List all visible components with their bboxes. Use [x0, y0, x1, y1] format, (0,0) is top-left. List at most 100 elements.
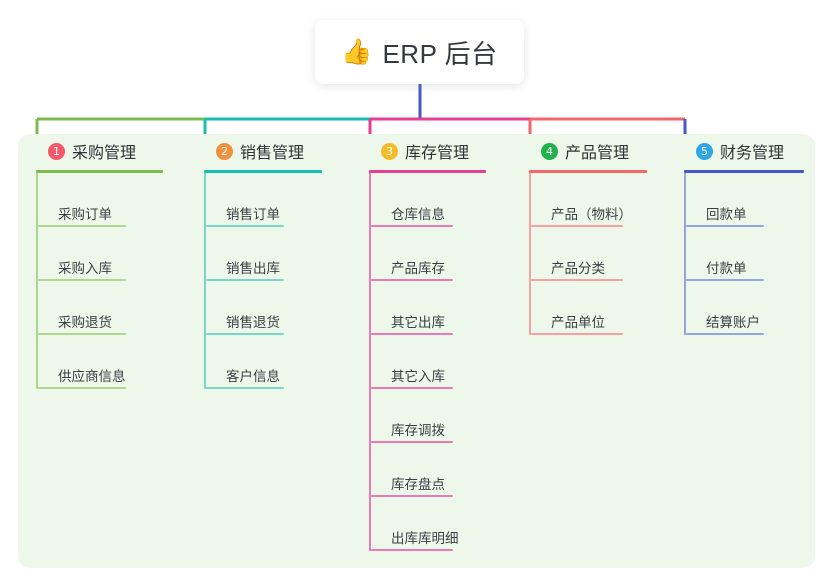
branch-item-rule [531, 279, 623, 281]
branch-item-rule [686, 333, 764, 335]
branch-item-list: 仓库信息产品库存其它出库其它入库库存调拨库存盘点出库库明细 [369, 173, 511, 551]
branch-item-rule [531, 225, 623, 227]
branch-item[interactable]: 产品单位 [529, 281, 666, 335]
branch-item-rule [371, 333, 453, 335]
branch-item-label: 产品单位 [551, 315, 605, 330]
branch-item-rule [371, 279, 453, 281]
branch-item-label: 回款单 [706, 207, 747, 222]
branch-header-库存管理[interactable]: 3 库存管理 [369, 134, 511, 168]
root-title: ERP 后台 [382, 38, 498, 69]
branch-item-list: 采购订单采购入库采购退货供应商信息 [36, 173, 186, 389]
branch-number-badge: 3 [381, 142, 398, 160]
branch-header-产品管理[interactable]: 4 产品管理 [529, 134, 666, 168]
branch-item-list: 销售订单销售出库销售退货客户信息 [204, 173, 351, 389]
branch-item-list: 产品（物料） 产品分类产品单位 [529, 173, 666, 335]
branch-item[interactable]: 出库库明细 [369, 497, 511, 551]
branch-item[interactable]: 库存盘点 [369, 443, 511, 497]
branch-header-财务管理[interactable]: 5 财务管理 [684, 134, 815, 168]
branch-item-rule [371, 495, 453, 497]
branch-item-label: 采购订单 [58, 207, 112, 222]
branch-item[interactable]: 销售订单 [204, 173, 351, 227]
branch-number-badge: 5 [696, 142, 713, 160]
branch-header-rule [369, 170, 486, 173]
branch-item[interactable]: 供应商信息 [36, 335, 186, 389]
branch-item-rule [38, 387, 126, 389]
branch-header-rule [529, 170, 647, 173]
branch-item-label: 其它入库 [391, 369, 445, 384]
branch-spine [36, 173, 38, 389]
branch-item-label: 出库库明细 [391, 531, 459, 546]
branch-item-label: 产品分类 [551, 261, 605, 276]
branch-header-rule [204, 170, 322, 173]
branch-item-rule [371, 387, 453, 389]
branch-title: 销售管理 [240, 145, 305, 162]
branch-item-rule [206, 333, 284, 335]
branch-item[interactable]: 采购退货 [36, 281, 186, 335]
branch-item[interactable]: 回款单 [684, 173, 815, 227]
branch-item[interactable]: 其它出库 [369, 281, 511, 335]
branch-number-badge: 1 [48, 142, 65, 160]
branch-column-产品管理: 4 产品管理产品（物料） 产品分类产品单位 [511, 134, 666, 335]
branch-item[interactable]: 产品分类 [529, 227, 666, 281]
branch-item[interactable]: 销售出库 [204, 227, 351, 281]
branch-header-销售管理[interactable]: 2 销售管理 [204, 134, 351, 168]
root-node[interactable]: 👍 ERP 后台 [315, 20, 524, 84]
branch-title: 产品管理 [565, 145, 630, 162]
branch-column-库存管理: 3 库存管理仓库信息产品库存其它出库其它入库库存调拨库存盘点出库库明细 [351, 134, 511, 551]
branch-item-label: 销售退货 [226, 315, 280, 330]
branch-item-rule [371, 225, 453, 227]
branch-item[interactable]: 采购订单 [36, 173, 186, 227]
thumbs-up-icon: 👍 [341, 37, 373, 66]
branch-item-label: 采购入库 [58, 261, 112, 276]
branch-item[interactable]: 库存调拨 [369, 389, 511, 443]
branch-item-rule [206, 279, 284, 281]
branch-item-rule [38, 225, 126, 227]
branch-item-rule [531, 333, 623, 335]
branch-item[interactable]: 采购入库 [36, 227, 186, 281]
branch-column-采购管理: 1 采购管理采购订单采购入库采购退货供应商信息 [18, 134, 186, 389]
branch-item-label: 仓库信息 [391, 207, 445, 222]
branch-number-badge: 2 [216, 142, 233, 160]
branch-item-label: 库存调拨 [391, 423, 445, 438]
branch-item-label: 销售订单 [226, 207, 280, 222]
branch-item-rule [38, 333, 126, 335]
branch-title: 财务管理 [720, 145, 785, 162]
branch-spine [684, 173, 686, 335]
branch-item-label: 其它出库 [391, 315, 445, 330]
branch-item-label: 库存盘点 [391, 477, 445, 492]
branch-columns: 1 采购管理采购订单采购入库采购退货供应商信息 2 销售管理销售订单销售出库销售退货客… [18, 134, 815, 568]
branch-item[interactable]: 客户信息 [204, 335, 351, 389]
branch-title: 采购管理 [72, 145, 137, 162]
branch-title: 库存管理 [405, 145, 470, 162]
branch-item-rule [686, 225, 764, 227]
branch-item-label: 客户信息 [226, 369, 280, 384]
branch-item[interactable]: 结算账户 [684, 281, 815, 335]
branch-item-list: 回款单付款单结算账户 [684, 173, 815, 335]
branch-item[interactable]: 其它入库 [369, 335, 511, 389]
branch-header-采购管理[interactable]: 1 采购管理 [36, 134, 186, 168]
branch-item[interactable]: 产品库存 [369, 227, 511, 281]
branch-spine [204, 173, 206, 389]
branch-spine [369, 173, 371, 551]
branch-item[interactable]: 销售退货 [204, 281, 351, 335]
branch-item-label: 产品（物料） [551, 207, 632, 222]
branch-header-rule [36, 170, 163, 173]
branch-item-rule [206, 387, 284, 389]
branch-item[interactable]: 产品（物料） [529, 173, 666, 227]
branch-item-label: 付款单 [706, 261, 747, 276]
branch-column-销售管理: 2 销售管理销售订单销售出库销售退货客户信息 [186, 134, 351, 389]
branch-item-rule [371, 549, 453, 551]
branch-item[interactable]: 仓库信息 [369, 173, 511, 227]
branch-item-rule [371, 441, 453, 443]
branch-item-rule [686, 279, 764, 281]
branch-item[interactable]: 付款单 [684, 227, 815, 281]
branch-item-label: 销售出库 [226, 261, 280, 276]
branch-item-rule [38, 279, 126, 281]
branch-header-rule [684, 170, 804, 173]
branch-number-badge: 4 [541, 142, 558, 160]
branch-spine [529, 173, 531, 335]
branch-item-label: 供应商信息 [58, 369, 126, 384]
branch-item-rule [206, 225, 284, 227]
branch-column-财务管理: 5 财务管理回款单付款单结算账户 [666, 134, 815, 335]
